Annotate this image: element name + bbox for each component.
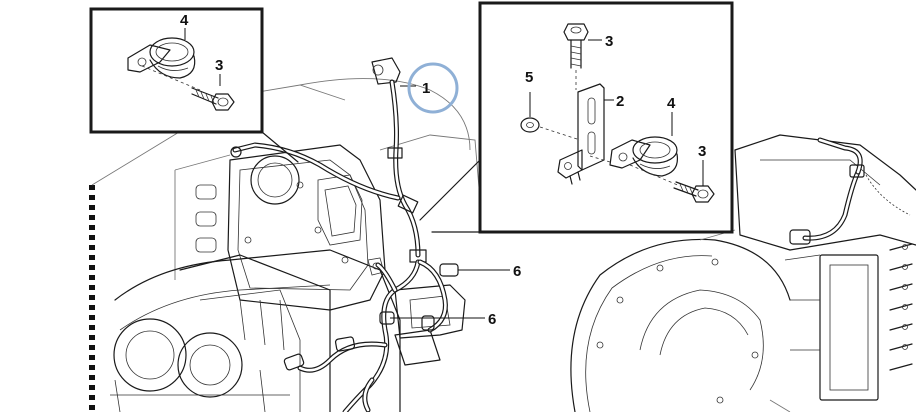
callout-6-group: 6 6 <box>390 263 521 328</box>
callout-3-lower: 3 <box>698 143 706 160</box>
callout-4-left: 4 <box>180 12 189 29</box>
bracket-detail <box>557 83 605 185</box>
terminal-pins <box>889 243 913 371</box>
bolt-detail-left <box>191 87 235 111</box>
clamp-detail-right <box>589 136 679 177</box>
callout-1: 1 <box>422 80 430 97</box>
callout-3-top: 3 <box>605 33 613 50</box>
gearbox-housing-right <box>570 134 916 412</box>
inset-detail-right: 3 2 5 4 3 <box>419 1 734 234</box>
inset-detail-left: 4 3 <box>89 7 299 163</box>
callout-5: 5 <box>525 69 533 86</box>
callout-2: 2 <box>616 93 624 110</box>
clamp-detail-left <box>127 37 196 79</box>
callout-6-lower: 6 <box>488 311 496 328</box>
highlight-ring <box>407 62 459 114</box>
gearbox-housing-left <box>89 78 481 412</box>
callout-6-upper: 6 <box>513 263 521 280</box>
washer-detail <box>520 117 581 141</box>
callout-3-left: 3 <box>215 57 223 74</box>
callout-4-right: 4 <box>667 95 676 112</box>
wiring-harness <box>230 57 459 412</box>
callout-1-group: 1 <box>400 62 459 114</box>
bolt-detail-lower <box>629 164 715 203</box>
bolt-detail-top <box>563 23 589 90</box>
